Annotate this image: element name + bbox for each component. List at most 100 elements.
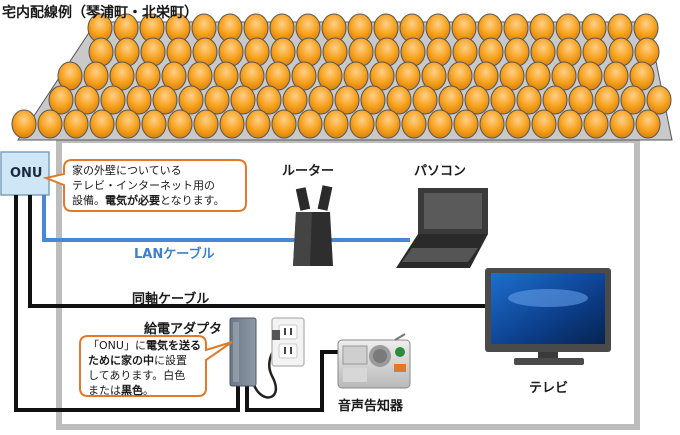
onu-callout: [42, 159, 247, 212]
roof-tile: [348, 37, 374, 67]
roof-tile: [63, 109, 89, 139]
roof-tile: [244, 37, 270, 67]
coax-cable-label: 同軸ケーブル: [132, 292, 210, 307]
roof-tile: [490, 85, 516, 115]
tv-label: テレビ: [529, 381, 569, 396]
roof-tile: [74, 85, 100, 115]
router-label: ルーター: [282, 164, 335, 179]
roof-tile: [349, 109, 375, 139]
roof-tile: [88, 37, 114, 67]
onu-note-text: 家の外壁についている テレビ・インターネット用の 設備。電気が必要となります。: [72, 163, 225, 208]
roof-tile: [89, 109, 115, 139]
roof-tile: [37, 109, 63, 139]
roof-tile: [479, 109, 505, 139]
lan-cable-label: LANケーブル: [134, 247, 215, 262]
roof-tile: [505, 109, 531, 139]
onu-label: ONU: [10, 166, 43, 181]
onu-note-line3: 設備。電気が必要となります。: [72, 193, 225, 208]
roof-tile: [582, 37, 608, 67]
roof-tile: [620, 85, 646, 115]
roof-tile: [308, 85, 334, 115]
onu-note-line1: 家の外壁についている: [72, 164, 182, 177]
roof-tile: [140, 37, 166, 67]
roof-tile: [568, 85, 594, 115]
roof: [11, 13, 673, 141]
alarm-device: [337, 333, 411, 389]
roof-tile: [114, 37, 140, 67]
adapter-note-line1-pre: 「ONU」に: [88, 339, 146, 352]
laptop: [396, 188, 488, 268]
roof-tile: [557, 109, 583, 139]
roof-tile: [297, 109, 323, 139]
adapter-note-line4-bold: 黒色: [121, 384, 143, 397]
roof-tile: [594, 85, 620, 115]
roof-tile: [634, 37, 660, 67]
roof-tile: [426, 37, 452, 67]
roof-tile: [583, 109, 609, 139]
roof-tile: [427, 109, 453, 139]
roof-tile: [11, 109, 37, 139]
router: [293, 185, 333, 266]
roof-tile: [152, 85, 178, 115]
adapter-note-text: 「ONU」に電気を送る ために家の中に設置 してあります。白色 または黒色。: [88, 338, 201, 398]
adapter-note-line4-pre: または: [88, 384, 121, 397]
adapter-note-line1-bold: 電気を送る: [145, 339, 201, 352]
roof-tile: [204, 85, 230, 115]
roof-tile: [453, 109, 479, 139]
power-cable: [14, 195, 240, 412]
roof-tile: [166, 37, 192, 67]
adapter-note-line2-post: に設置: [154, 354, 187, 367]
roof-tile: [635, 109, 661, 139]
roof-tile: [126, 85, 152, 115]
adapter-callout: [79, 335, 233, 397]
onu-note-line2: テレビ・インターネット用の: [72, 179, 215, 192]
roof-tile: [334, 85, 360, 115]
roof-tile: [504, 37, 530, 67]
roof-tile: [322, 37, 348, 67]
roof-tile: [464, 85, 490, 115]
adapter-note-line3: してあります。白色: [88, 369, 186, 382]
roof-tile: [452, 37, 478, 67]
adapter-note-line4: または黒色。: [88, 383, 201, 398]
roof-tile: [360, 85, 386, 115]
onu-note-line3-bold: 電気が必要: [105, 194, 160, 207]
roof-tile: [100, 85, 126, 115]
coax-cable: [28, 195, 498, 308]
pc-label: パソコン: [414, 164, 467, 179]
roof-tile: [48, 85, 74, 115]
roof-tile: [115, 109, 141, 139]
roof-tile: [530, 37, 556, 67]
roof-tile: [386, 85, 412, 115]
cables: [14, 195, 498, 412]
roof-tile: [167, 109, 193, 139]
tv: [485, 268, 611, 365]
onu-box: [0, 151, 50, 196]
roof-tile: [401, 109, 427, 139]
roof-tile: [256, 85, 282, 115]
roof-tile: [323, 109, 349, 139]
adapter-note-line2-mid: 家の中: [121, 354, 154, 367]
roof-tile: [400, 37, 426, 67]
roof-tile: [375, 109, 401, 139]
roof-tile: [296, 37, 322, 67]
roof-tile: [192, 37, 218, 67]
roof-tile: [218, 37, 244, 67]
roof-tile: [609, 109, 635, 139]
roof-tile: [412, 85, 438, 115]
roof-tile: [141, 109, 167, 139]
roof-tile: [282, 85, 308, 115]
alarm-cable: [245, 350, 345, 412]
roof-tile: [608, 37, 634, 67]
diagram-title: 宅内配線例（琴浦町・北栄町）: [2, 5, 198, 21]
adapter-note-line2-bold1: ために: [88, 354, 121, 367]
power-adapter: [229, 317, 257, 387]
roof-tile: [516, 85, 542, 115]
roof-tile: [438, 85, 464, 115]
roof-tile: [646, 85, 672, 115]
adapter-note-line2: ために家の中に設置: [88, 353, 201, 368]
roof-tile: [230, 85, 256, 115]
roof-tile: [478, 37, 504, 67]
wall-outlet: [271, 317, 305, 367]
